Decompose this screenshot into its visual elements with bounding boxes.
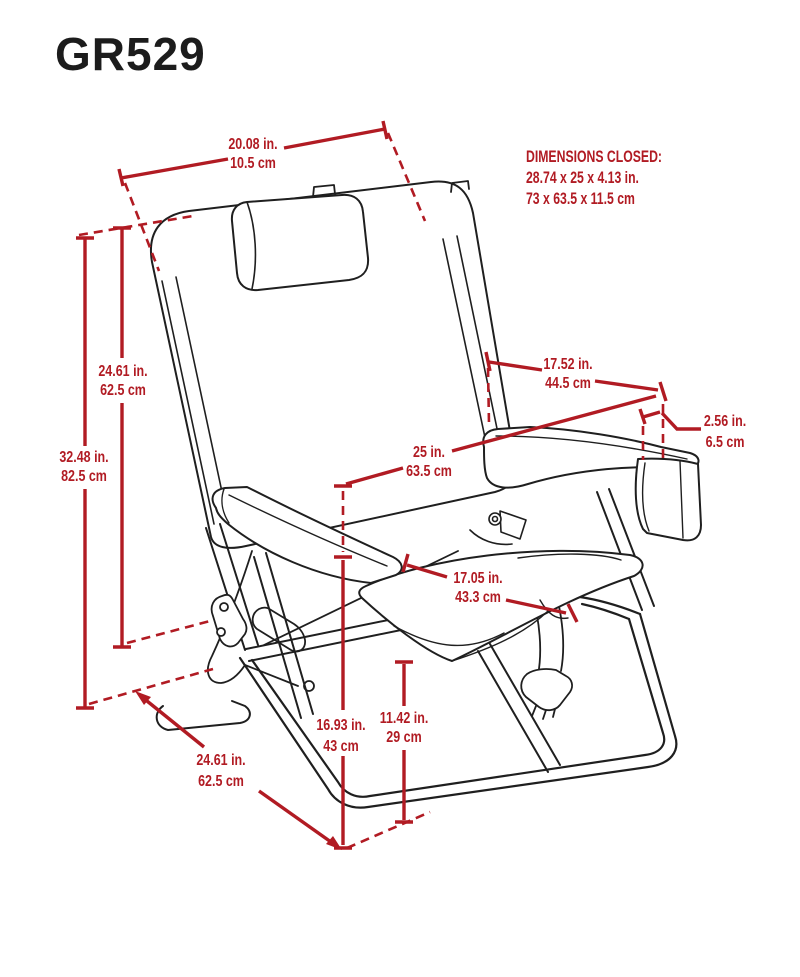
fold-mechanism: [207, 550, 315, 692]
chair-drawing: [149, 180, 702, 809]
dimensions-closed-block: DIMENSIONS CLOSED: 28.74 x 25 x 4.13 in.…: [526, 146, 662, 209]
dimensions-closed-heading: DIMENSIONS CLOSED:: [526, 147, 663, 166]
dim-label-base-depth: 24.61 in. 62.5 cm: [196, 752, 246, 790]
carry-handle-tube: [155, 700, 251, 731]
cup-holder-folds: [642, 460, 684, 539]
dim-label-cup-holder-width: 2.56 in. 6.5 cm: [703, 413, 747, 451]
product-code-title: GR529: [55, 28, 206, 80]
back-frame-rails: [161, 235, 501, 525]
dim-label-back-width-top: 20.08 in. 10.5 cm: [228, 136, 278, 172]
dimension-extension-lines: [78, 132, 665, 850]
seat-contours: [393, 553, 622, 662]
dim-label-seat-height: 11.42 in. 29 cm: [379, 710, 429, 746]
dim-label-seat-width: 17.05 in. 43.3 cm: [453, 570, 503, 606]
dimensions-closed-inches: 28.74 x 25 x 4.13 in.: [526, 168, 639, 187]
recline-hinge: [469, 510, 527, 546]
headrest-pillow: [230, 193, 370, 292]
left-armrest: [211, 486, 403, 584]
dimension-arrowheads: [135, 691, 342, 850]
dim-label-back-height: 24.61 in. 62.5 cm: [98, 363, 148, 399]
dimensions-closed-cm: 73 x 63.5 x 11.5 cm: [526, 189, 635, 208]
dim-label-overall-width: 25 in. 63.5 cm: [406, 444, 452, 480]
dimension-lines: [76, 120, 701, 850]
dim-label-overall-height: 32.48 in. 82.5 cm: [59, 449, 109, 485]
dim-label-armrest-height: 16.93 in. 43 cm: [316, 717, 366, 755]
seat: [358, 549, 644, 662]
top-edge-tabs: [312, 180, 470, 198]
cup-holder-pouch: [634, 457, 702, 542]
dim-label-armrest-depth: 17.52 in. 44.5 cm: [543, 356, 593, 392]
